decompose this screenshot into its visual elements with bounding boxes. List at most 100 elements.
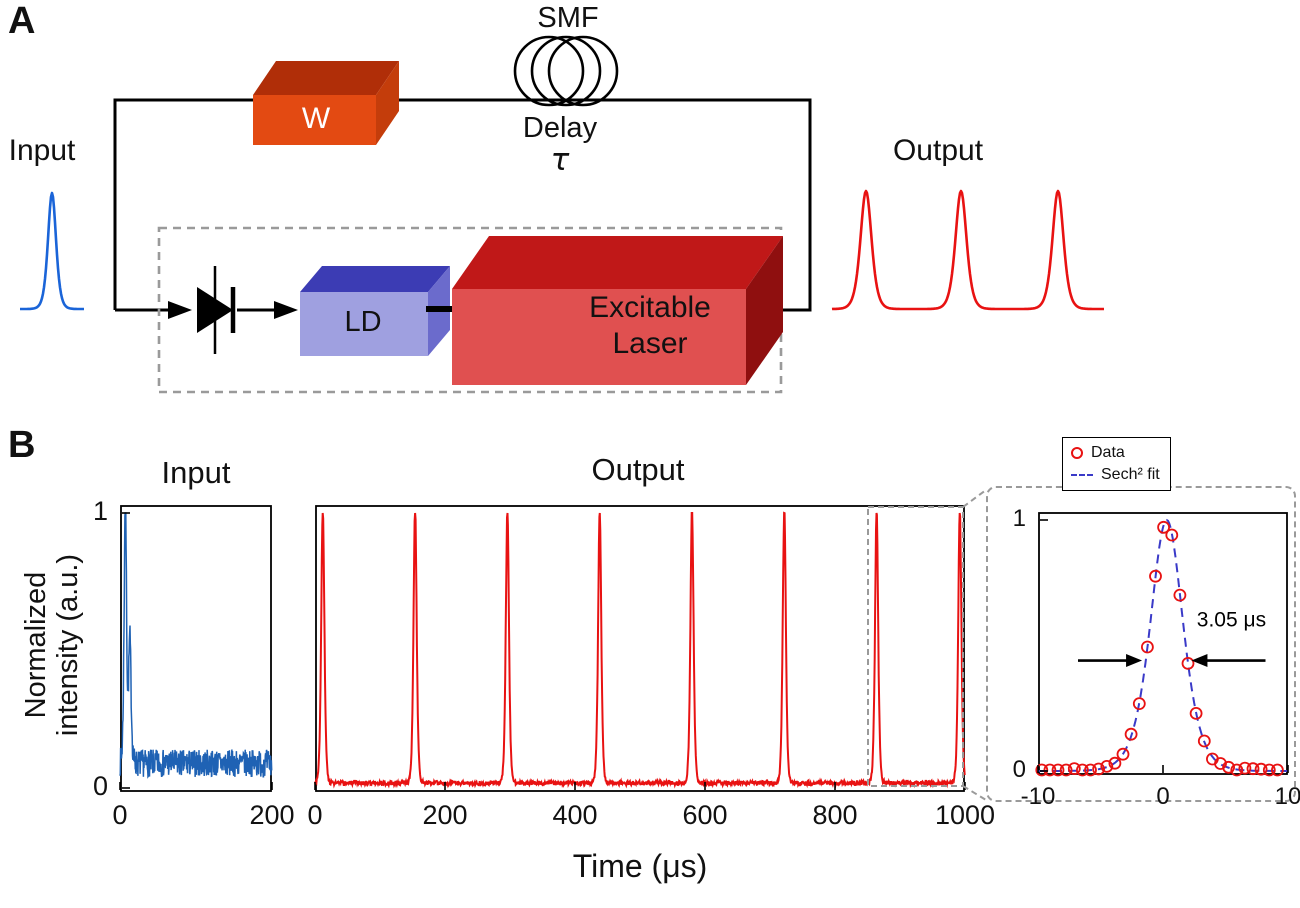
x-tick-label: 200 [422, 800, 468, 830]
x-tick-label: 0 [112, 800, 128, 830]
data-point-marker [1108, 756, 1122, 770]
output-trace [314, 511, 966, 789]
y-axis-label: Normalized intensity (a.u.) [20, 480, 86, 810]
legend-entry-data: Data [1071, 442, 1160, 464]
data-point-marker [1270, 763, 1284, 777]
data-point-marker [1238, 761, 1252, 775]
y-tick-label: 1 [92, 496, 108, 527]
y-tick-label: 1 [1012, 505, 1026, 533]
x-tick-label: 200 [249, 800, 295, 830]
input-axes-box [120, 505, 272, 792]
laser-box-front-face [452, 289, 746, 385]
data-point-marker [1197, 734, 1211, 748]
data-point-marker [1230, 763, 1244, 777]
w-box-label: W [301, 102, 331, 135]
data-point-marker [1222, 760, 1236, 774]
smf-coil-loop [547, 35, 619, 107]
y-tick-label: 0 [92, 771, 108, 802]
data-point-marker [1189, 706, 1203, 720]
y-tick-label: 0 [1012, 756, 1026, 784]
data-point-marker [1254, 762, 1268, 776]
arrowhead-into-ld-icon [274, 301, 298, 319]
legend-entry-fit: Sech² fit [1071, 464, 1160, 486]
x-tick-label: 800 [812, 800, 858, 830]
laser-box-side-face [746, 236, 783, 385]
fwhm-left-arrowhead-icon [1126, 654, 1143, 668]
legend-label-data: Data [1091, 444, 1125, 461]
zoom-connector-bottom [962, 785, 987, 801]
x-tick-label: 600 [682, 800, 728, 830]
panel-a-output-label: Output [892, 134, 984, 167]
smf-coil-loop [530, 35, 602, 107]
data-point-marker [1165, 528, 1179, 542]
data-point-marker [1076, 763, 1089, 777]
zoom-connector-top [962, 489, 987, 508]
data-point-marker [1084, 763, 1097, 777]
delay-label: Delay [522, 112, 598, 144]
panel-a-label: A [8, 0, 36, 42]
data-point-marker [1246, 762, 1260, 776]
data-point-marker [1092, 762, 1105, 776]
w-box-front-face [253, 95, 376, 145]
w-box-side-face [376, 61, 399, 145]
data-circle-marker-icon [1071, 447, 1083, 459]
x-tick-label: 10 [1274, 783, 1300, 810]
photodiode-triangle-icon [197, 287, 233, 333]
sech2-fit-line [1038, 518, 1288, 772]
zoom-inset-plot: 3.05 μs [1035, 512, 1289, 777]
output-plot-title: Output [591, 452, 685, 487]
panel-b-label: B [8, 424, 36, 466]
output-pulse-waveform [831, 189, 1105, 311]
fwhm-right-arrowhead-icon [1191, 654, 1208, 668]
data-point-marker [1132, 697, 1146, 711]
data-point-marker [1116, 747, 1130, 761]
inset-axes-box [1038, 512, 1288, 775]
data-point-marker [1149, 569, 1162, 583]
data-point-marker [1067, 762, 1081, 776]
input-plot-title: Input [161, 455, 231, 490]
data-point-marker [1173, 588, 1187, 602]
tau-symbol: τ [550, 142, 570, 178]
output-axes-box [315, 505, 965, 792]
laser-box-top-face [452, 236, 783, 289]
data-point-marker [1124, 727, 1138, 741]
panel-a-schematic [19, 35, 1105, 394]
data-point-marker [1181, 656, 1195, 670]
inset-legend: Data Sech² fit [1062, 437, 1171, 491]
x-tick-label: 1000 [934, 800, 996, 830]
laser-label-line1: Excitable [589, 291, 711, 324]
fwhm-annotation: 3.05 μs [1197, 609, 1266, 632]
x-axis-label: Time (μs) [572, 848, 708, 884]
ld-box-label: LD [344, 306, 382, 338]
panel-a-input-label: Input [8, 134, 76, 167]
feedback-loop-wire [113, 98, 812, 312]
ld-box-top-face [300, 266, 450, 292]
x-tick-label: 0 [1156, 783, 1170, 810]
arrowhead-into-photodiode-icon [168, 301, 192, 319]
output-plot [314, 505, 966, 792]
legend-label-fit: Sech² fit [1101, 466, 1160, 483]
smf-coil-loop [513, 35, 585, 107]
data-point-marker [1035, 763, 1049, 777]
data-point-marker [1141, 640, 1154, 654]
data-point-marker [1100, 759, 1114, 773]
y-axis-label-line2: intensity (a.u.) [52, 553, 85, 737]
data-point-marker [1059, 763, 1073, 777]
w-box-top-face [253, 61, 399, 95]
input-trace [119, 512, 273, 779]
ld-box-front-face [300, 292, 428, 356]
laser-label-line2: Laser [612, 327, 688, 360]
smf-label: SMF [537, 2, 599, 34]
x-tick-label: 400 [552, 800, 598, 830]
data-point-marker [1214, 757, 1227, 770]
data-point-marker [1262, 763, 1276, 777]
x-tick-label: -10 [1020, 783, 1056, 810]
x-tick-label: 0 [307, 800, 323, 830]
y-axis-label-line1: Normalized [20, 571, 52, 719]
data-point-marker [1051, 763, 1065, 777]
data-point-marker [1043, 763, 1057, 777]
panel-a-pulses-group [19, 189, 1105, 311]
fit-dashed-line-icon [1071, 474, 1093, 476]
input-pulse-waveform [19, 191, 85, 311]
